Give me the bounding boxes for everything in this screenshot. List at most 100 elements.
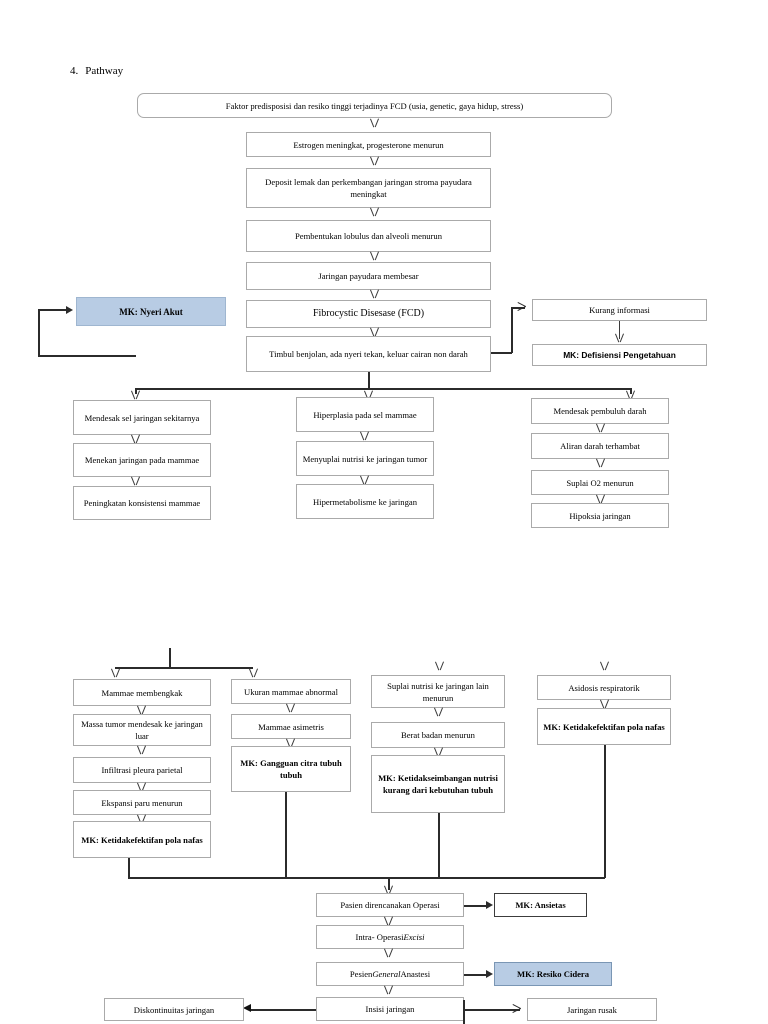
node-lobulus: Pembentukan lobulus dan alveoli menurun bbox=[246, 220, 491, 252]
arrow-to-asidosis bbox=[600, 662, 609, 670]
line-lc1-drop bbox=[128, 858, 130, 878]
arrow-to-mendesak-sel bbox=[131, 391, 140, 399]
node-diskontinuitas-jaringan: Diskontinuitas jaringan bbox=[104, 998, 244, 1021]
node-estrogen: Estrogen meningkat, progesterone menurun bbox=[246, 132, 491, 157]
node-mk-ketidakefektifan-pola-nafas-1: MK: Ketidakefektifan pola nafas bbox=[73, 821, 211, 858]
arrow-fcd-to-benjolan bbox=[370, 328, 379, 336]
node-pesien-general-anastesi: Pesien General Anastesi bbox=[316, 962, 464, 986]
node-suplai-nutrisi-jaringan-lain: Suplai nutrisi ke jaringan lain menurun bbox=[371, 675, 505, 708]
node-mk-nyeri-akut: MK: Nyeri Akut bbox=[76, 297, 226, 326]
arrow-root-to-estrogen bbox=[370, 119, 379, 127]
line-insisi-to-jaringan-rusak bbox=[463, 1009, 520, 1011]
node-text: Insisi jaringan bbox=[365, 1004, 415, 1014]
node-text-italic: General bbox=[372, 969, 401, 979]
section-heading: 4. Pathway bbox=[70, 65, 123, 77]
node-lump-symptoms: Timbul benjolan, ada nyeri tekan, keluar… bbox=[246, 336, 491, 372]
arrow-to-mammae-membengkak bbox=[111, 669, 120, 677]
arrow-col2-1 bbox=[360, 432, 369, 440]
node-menyuplai-nutrisi-tumor: Menyuplai nutrisi ke jaringan tumor bbox=[296, 441, 434, 476]
line-insisi-right-tick bbox=[463, 1000, 465, 1024]
node-text-prefix: Pesien bbox=[349, 969, 373, 979]
line-lc3-drop bbox=[438, 813, 440, 878]
node-mk-ansietas: MK: Ansietas bbox=[494, 893, 587, 917]
node-pasien-direncanakan-operasi: Pasien direncanakan Operasi bbox=[316, 893, 464, 917]
arrow-lc2-1 bbox=[286, 704, 295, 712]
node-fibrocystic-disease: Fibrocystic Disesase (FCD) bbox=[246, 300, 491, 328]
node-mk-gangguan-citra-tubuh: MK: Gangguan citra tubuh tubuh bbox=[231, 746, 351, 792]
arrow-to-jaringan-rusak bbox=[513, 1004, 521, 1013]
node-mk-resiko-cidera: MK: Resiko Cidera bbox=[494, 962, 612, 986]
arrow-jaringan-to-fcd bbox=[370, 290, 379, 298]
arrow-into-nyeri-akut bbox=[66, 306, 73, 314]
node-infiltrasi-pleura-parietal: Infiltrasi pleura parietal bbox=[73, 757, 211, 783]
arrow-to-mk-resiko-cidera bbox=[486, 970, 493, 978]
arrow-lc3-1 bbox=[434, 708, 443, 716]
arrow-intra-to-anastesi bbox=[384, 949, 393, 957]
node-fat-deposit: Deposit lemak dan perkembangan jaringan … bbox=[246, 168, 491, 208]
line-operasi-to-ansietas bbox=[464, 905, 489, 907]
node-mammae-asimetris: Mammae asimetris bbox=[231, 714, 351, 739]
arrow-to-diskontinuitas bbox=[243, 1004, 251, 1012]
node-ekspansi-paru-menurun: Ekspansi paru menurun bbox=[73, 790, 211, 815]
node-ukuran-mammae-abnormal: Ukuran mammae abnormal bbox=[231, 679, 351, 704]
arrow-to-mk-ansietas bbox=[486, 901, 493, 909]
node-mk-ketidakefektifan-pola-nafas-2: MK: Ketidakefektifan pola nafas bbox=[537, 708, 671, 745]
node-intra-operasi-excisi: Intra- Operasi Excisi bbox=[316, 925, 464, 949]
node-mk-ketidakseimbangan-nutrisi: MK: Ketidakseimbangan nutrisi kurang dar… bbox=[371, 755, 505, 813]
line-collector-to-operasi bbox=[388, 877, 390, 890]
node-breast-tissue-enlarge: Jaringan payudara membesar bbox=[246, 262, 491, 290]
line-lower-feed-drop bbox=[169, 648, 171, 667]
arrow-into-kurang-informasi bbox=[518, 302, 526, 311]
arrow-anastesi-to-insisi bbox=[384, 986, 393, 994]
line-loop-top bbox=[38, 309, 68, 311]
line-benjolan-drop bbox=[368, 372, 370, 389]
node-jaringan-rusak: Jaringan rusak bbox=[527, 998, 657, 1021]
arrow-col3-1 bbox=[596, 424, 605, 432]
node-text-suffix: Anastesi bbox=[400, 969, 431, 979]
node-asidosis-respiratorik: Asidosis respiratorik bbox=[537, 675, 671, 700]
node-text-italic: Excisi bbox=[403, 932, 425, 942]
arrow-estrogen-to-deposit bbox=[370, 157, 379, 165]
line-distribution-bar bbox=[135, 388, 631, 390]
line-insisi-to-diskontinuitas bbox=[250, 1009, 316, 1011]
line-surgery-collector-bar bbox=[128, 877, 605, 879]
line-anastesi-to-cidera bbox=[464, 974, 489, 976]
node-hipermetabolisme: Hipermetabolisme ke jaringan bbox=[296, 484, 434, 519]
arrow-col3-3 bbox=[596, 495, 605, 503]
node-aliran-darah-terhambat: Aliran darah terhambat bbox=[531, 433, 669, 459]
arrow-col1-1 bbox=[131, 435, 140, 443]
arrow-col2-2 bbox=[360, 476, 369, 484]
node-kurang-informasi: Kurang informasi bbox=[532, 299, 707, 321]
arrow-lc1-1 bbox=[137, 706, 146, 714]
node-insisi-jaringan: Insisi jaringan bbox=[316, 997, 464, 1021]
node-hiperplasia-sel-mammae: Hiperplasia pada sel mammae bbox=[296, 397, 434, 432]
node-mk-defisiensi-pengetahuan: MK: Defisiensi Pengetahuan bbox=[532, 344, 707, 366]
arrow-to-ukuran-mammae bbox=[249, 669, 258, 677]
node-root-predisposing-factors: Faktor predisposisi dan resiko tinggi te… bbox=[137, 93, 612, 118]
node-suplai-o2-menurun: Suplai O2 menurun bbox=[531, 470, 669, 495]
node-mammae-membengkak: Mammae membengkak bbox=[73, 679, 211, 706]
section-number: 4. bbox=[70, 65, 79, 77]
arrow-deposit-to-lobulus bbox=[370, 208, 379, 216]
arrow-lc1-2 bbox=[137, 746, 146, 754]
arrow-lobulus-to-jaringan bbox=[370, 252, 379, 260]
line-loop-bottom bbox=[38, 355, 136, 357]
line-to-kurang-informasi-h bbox=[491, 352, 512, 354]
line-kurang-to-defisiensi bbox=[619, 321, 621, 339]
node-mendesak-pembuluh-darah: Mendesak pembuluh darah bbox=[531, 398, 669, 424]
node-mendesak-sel-jaringan: Mendesak sel jaringan sekitarnya bbox=[73, 400, 211, 435]
node-massa-tumor-mendesak: Massa tumor mendesak ke jaringan luar bbox=[73, 714, 211, 746]
section-title: Pathway bbox=[85, 65, 124, 77]
arrow-col1-2 bbox=[131, 477, 140, 485]
node-peningkatan-konsistensi: Peningkatan konsistensi mammae bbox=[73, 486, 211, 520]
arrow-lc4-1 bbox=[600, 700, 609, 708]
arrow-col3-2 bbox=[596, 459, 605, 467]
node-hipoksia-jaringan: Hipoksia jaringan bbox=[531, 503, 669, 528]
arrow-to-suplai-nutrisi bbox=[435, 662, 444, 670]
arrow-operasi-to-intra bbox=[384, 917, 393, 925]
node-text: Pasien direncanakan Operasi bbox=[340, 900, 440, 910]
node-text-prefix: Intra- Operasi bbox=[355, 932, 404, 942]
line-to-kurang-informasi-v bbox=[511, 307, 513, 353]
node-menekan-jaringan-mammae: Menekan jaringan pada mammae bbox=[73, 443, 211, 477]
